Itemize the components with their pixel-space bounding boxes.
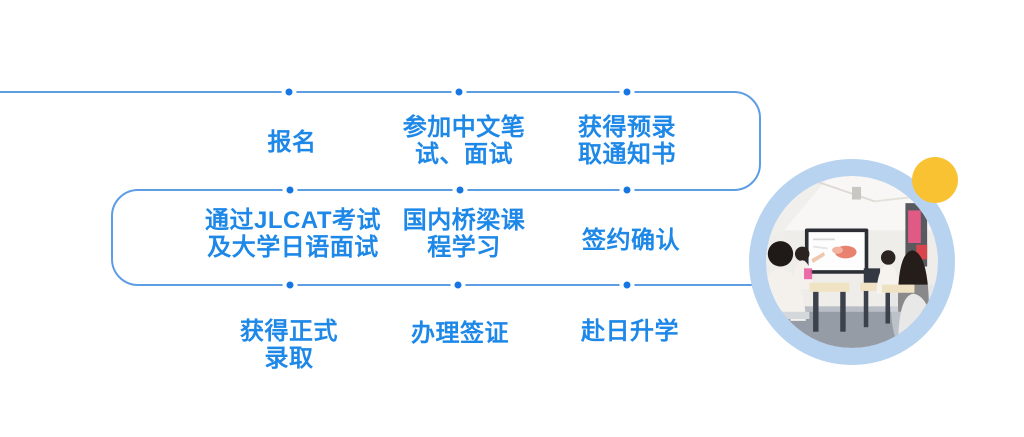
flow-node-4 — [282, 182, 298, 198]
step-label-line: 获得预录 — [578, 114, 676, 141]
step-label-line: 参加中文笔 — [402, 114, 526, 141]
step-label-line: 获得正式 — [240, 318, 338, 345]
step-label-jlcat-exam: 通过JLCAT考试 及大学日语面试 — [205, 207, 381, 261]
flow-node-3 — [619, 84, 635, 100]
step-label-go-to-japan: 赴日升学 — [581, 318, 679, 345]
step-label-line: 试、面试 — [415, 141, 513, 168]
flow-node-8 — [450, 277, 466, 293]
step-label-line: 赴日升学 — [581, 318, 679, 345]
step-label-chinese-written-test: 参加中文笔 试、面试 — [403, 114, 526, 168]
step-label-contract-confirmation: 签约确认 — [582, 227, 680, 254]
step-label-bridge-course: 国内桥梁课 程学习 — [403, 207, 526, 261]
step-label-pre-admission-notice: 获得预录 取通知书 — [578, 114, 676, 168]
classroom-scene-illustration — [766, 176, 938, 348]
flow-path-line — [0, 91, 761, 286]
classroom-photo-image — [766, 176, 938, 348]
step-label-line: 及大学日语面试 — [207, 234, 379, 261]
step-label-line: 通过JLCAT考试 — [204, 207, 382, 234]
step-label-line: 签约确认 — [582, 227, 680, 254]
flow-node-1 — [281, 84, 297, 100]
step-label-formal-admission: 获得正式 录取 — [240, 318, 338, 372]
step-label-line: 办理签证 — [411, 320, 509, 347]
step-label-line: 程学习 — [427, 234, 501, 261]
yellow-accent-circle — [912, 157, 958, 203]
step-label-sign-up: 报名 — [268, 129, 317, 156]
step-label-line: 取通知书 — [578, 141, 676, 168]
flow-node-7 — [282, 277, 298, 293]
step-label-line: 录取 — [264, 345, 314, 372]
step-label-line: 国内桥梁课 — [402, 207, 526, 234]
flow-node-5 — [452, 182, 468, 198]
flow-node-6 — [619, 182, 635, 198]
flow-node-9 — [619, 277, 635, 293]
flow-node-2 — [451, 84, 467, 100]
step-label-visa-processing: 办理签证 — [411, 320, 509, 347]
step-label-line: 报名 — [267, 129, 317, 156]
